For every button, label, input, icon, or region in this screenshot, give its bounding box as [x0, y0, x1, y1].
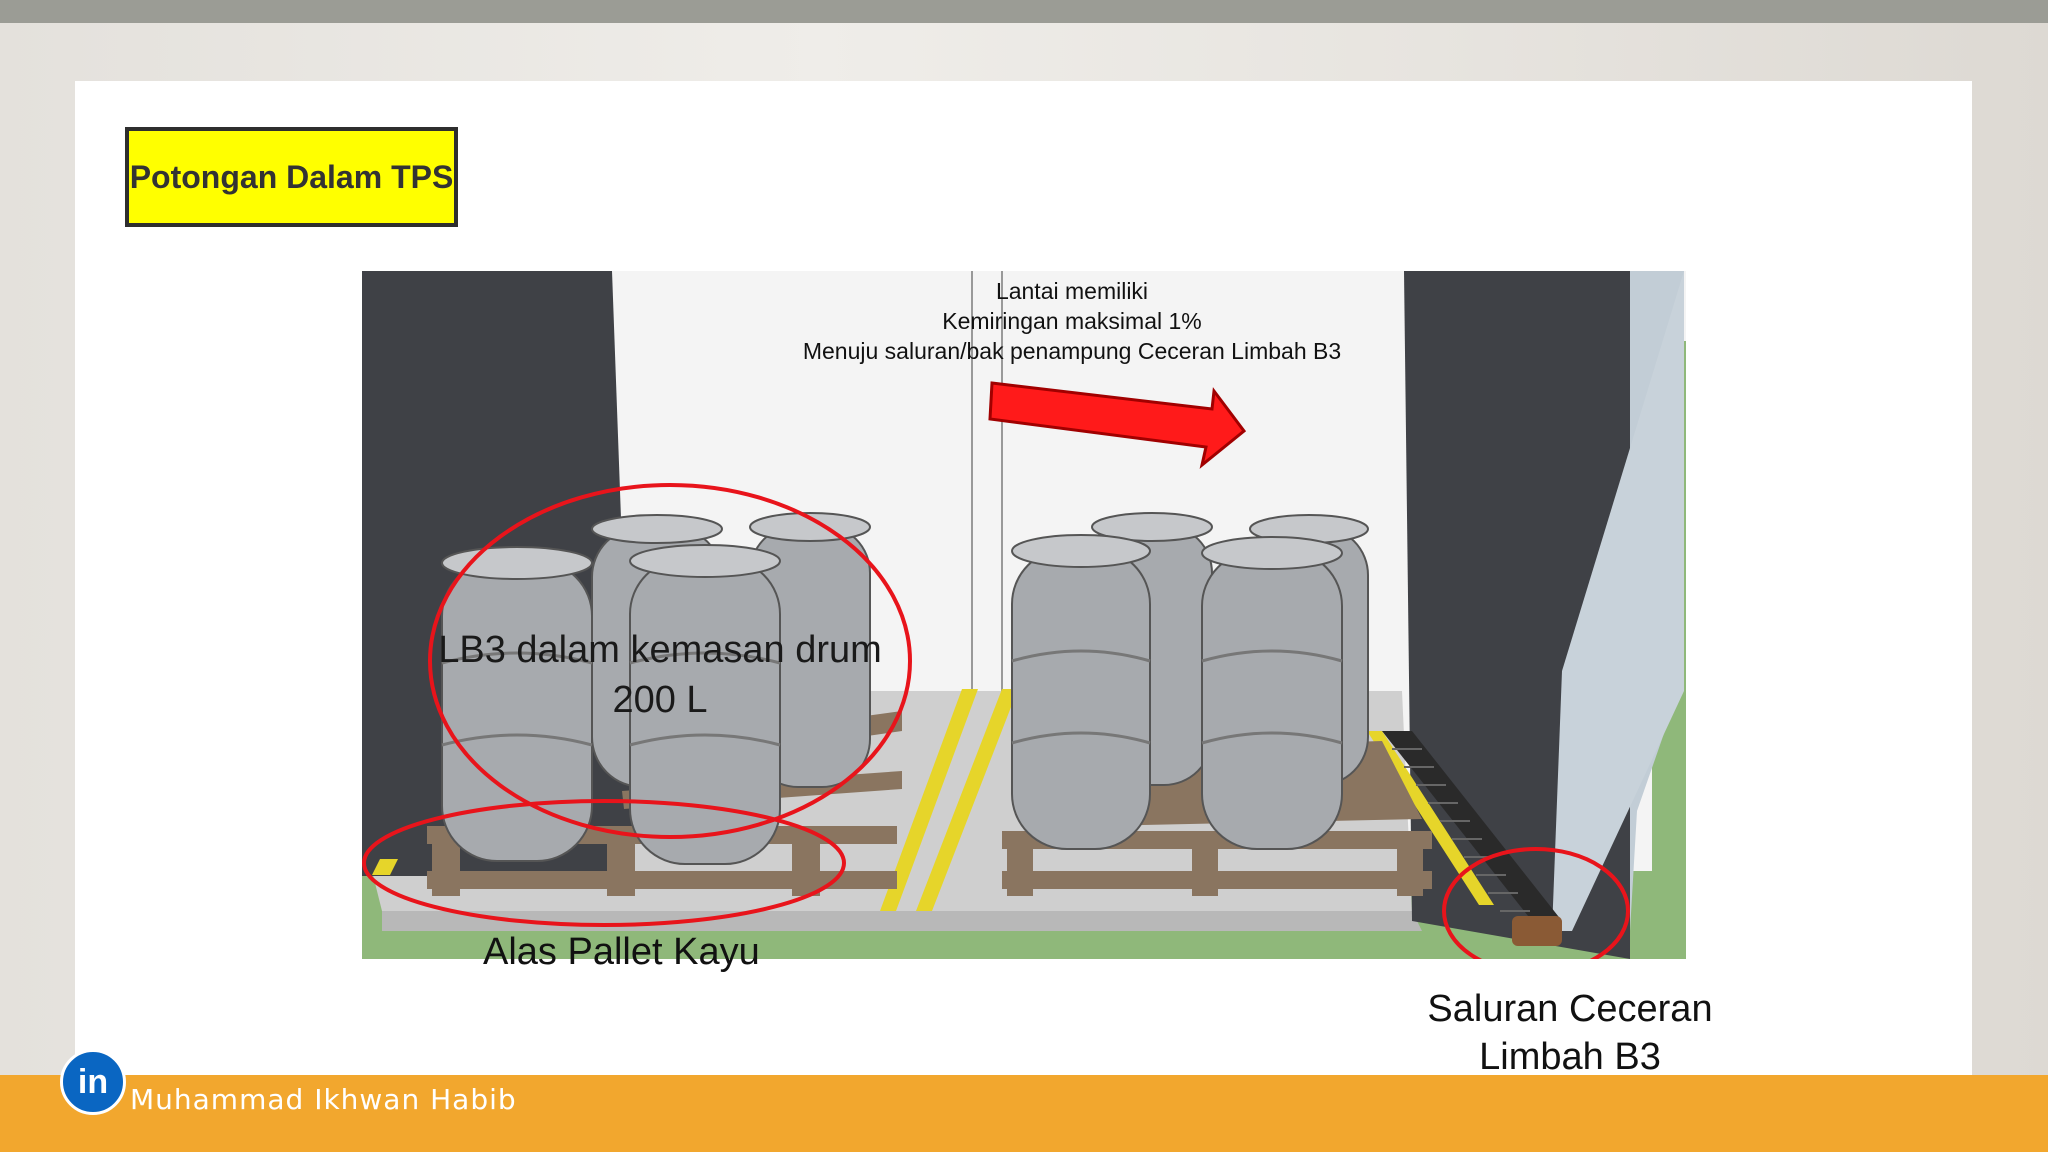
drain-label-line1: Saluran Ceceran — [1427, 988, 1713, 1030]
pallet-callout-ring — [362, 799, 846, 927]
floor-note-line2: Kemiringan maksimal 1% — [942, 308, 1202, 334]
linkedin-icon[interactable]: in — [60, 1049, 126, 1115]
drain-callout-label: Saluran Ceceran Limbah B3 — [1390, 985, 1750, 1081]
tps-section-illustration — [362, 271, 1686, 959]
floor-slope-note: Lantai memiliki Kemiringan maksimal 1% M… — [700, 276, 1444, 366]
footer-bar — [0, 1075, 2048, 1152]
slope-arrow — [988, 381, 1247, 469]
drain-label-line2: Limbah B3 — [1479, 1036, 1661, 1078]
floor-note-line1: Lantai memiliki — [995, 278, 1149, 304]
drums-callout-ring — [428, 483, 912, 839]
floor-note-line3: Menuju saluran/bak penampung Ceceran Lim… — [802, 338, 1342, 364]
author-name: Muhammad Ikhwan Habib — [130, 1083, 517, 1116]
top-strip — [0, 0, 2048, 23]
slide-title: Potongan Dalam TPS — [125, 127, 458, 227]
drain-callout-ring — [1442, 847, 1630, 959]
drums-right — [1011, 524, 1369, 850]
drums-label-line2: 200 L — [612, 679, 708, 721]
drums-callout-label: LB3 dalam kemasan drum 200 L — [400, 625, 920, 725]
pallet-callout-label: Alas Pallet Kayu — [483, 931, 760, 973]
drums-label-line1: LB3 dalam kemasan drum — [438, 629, 882, 671]
drums-left — [441, 524, 871, 865]
